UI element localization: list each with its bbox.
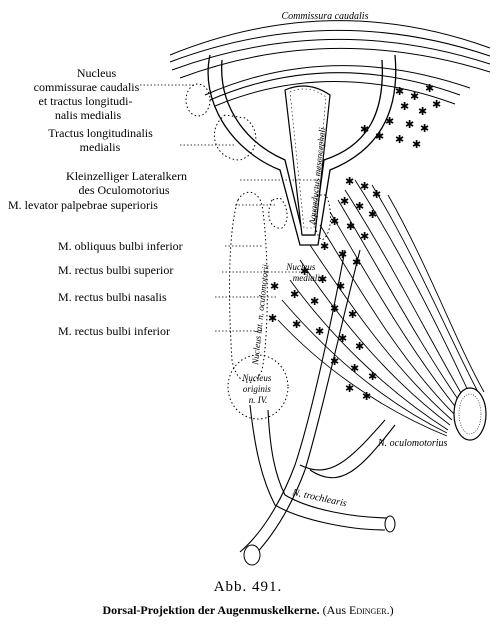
svg-text:✱: ✱	[400, 100, 409, 113]
svg-text:✱: ✱	[290, 288, 299, 301]
svg-text:✱: ✱	[345, 175, 354, 188]
svg-text:✱: ✱	[352, 256, 361, 269]
label-n-trochlearis: N. trochlearis	[290, 487, 347, 509]
svg-text:✱: ✱	[368, 208, 377, 221]
svg-text:✱: ✱	[410, 90, 419, 103]
svg-text:✱: ✱	[338, 332, 347, 345]
label-rectus-superior: M. rectus bulbi superior	[58, 263, 173, 277]
label-levator: M. levator palpebrae superioris	[8, 198, 158, 212]
svg-text:✱: ✱	[362, 390, 371, 403]
svg-text:✱: ✱	[346, 220, 355, 233]
svg-text:✱: ✱	[420, 122, 429, 135]
svg-text:✱: ✱	[395, 85, 404, 98]
svg-text:✱: ✱	[330, 355, 339, 368]
svg-text:✱: ✱	[355, 340, 364, 353]
trochlear-nerve-end	[243, 544, 261, 566]
svg-text:✱: ✱	[418, 105, 427, 118]
anatomical-diagram: ✱✱✱ ✱✱✱ ✱✱✱ ✱✱✱ ✱ ✱✱✱ ✱✱✱ ✱✱✱ ✱✱✱ ✱✱✱ ✱✱…	[8, 11, 491, 566]
svg-text:✱: ✱	[350, 362, 359, 375]
svg-text:✱: ✱	[375, 130, 384, 143]
aquaeductus-spindle	[284, 85, 331, 236]
label-nucleus-commissurae: Nucleus commissurae caudalis et tractus …	[34, 66, 143, 122]
kleinzelliger-kern-outline	[268, 197, 288, 229]
label-rectus-nasalis: M. rectus bulbi nasalis	[58, 290, 167, 304]
svg-text:✱: ✱	[368, 370, 377, 383]
caption-source-author: Edinger	[349, 603, 387, 617]
svg-text:✱: ✱	[310, 295, 319, 308]
svg-text:✱: ✱	[268, 312, 277, 325]
svg-text:✱: ✱	[315, 325, 324, 338]
caption-source-suffix: .)	[386, 603, 394, 617]
svg-text:✱: ✱	[345, 382, 354, 395]
label-tractus: Tractus longitudinalis medialis	[48, 126, 156, 154]
label-kleinzelliger: Kleinzelliger Lateralkern des Oculomotor…	[66, 169, 190, 197]
svg-text:✱: ✱	[425, 82, 434, 95]
nucleus-medialis-dots	[314, 194, 331, 241]
commissura-caudalis-fibers	[169, 20, 491, 107]
svg-text:✱: ✱	[320, 240, 329, 253]
svg-text:✱: ✱	[360, 123, 369, 136]
figure-caption: Dorsal-Projektion der Augenmuskelkerne. …	[0, 603, 496, 618]
label-n-oculomotorius: N. oculomotorius	[377, 438, 448, 449]
svg-text:✱: ✱	[405, 118, 414, 131]
svg-text:✱: ✱	[338, 248, 347, 261]
nucleus-originis-outline	[227, 354, 289, 420]
label-nucleus-originis: Nucleus originis n. IV.	[241, 373, 273, 405]
nucleus-commissurae-outline	[185, 83, 211, 117]
svg-text:✱: ✱	[292, 318, 301, 331]
svg-text:✱: ✱	[395, 133, 404, 146]
svg-text:✱: ✱	[330, 215, 339, 228]
svg-text:✱: ✱	[372, 188, 381, 201]
svg-text:✱: ✱	[412, 138, 421, 151]
svg-text:✱: ✱	[348, 308, 357, 321]
svg-text:✱: ✱	[270, 280, 279, 293]
cell-stars: ✱✱✱ ✱✱✱ ✱✱✱ ✱✱✱ ✱ ✱✱✱ ✱✱✱ ✱✱✱ ✱✱✱ ✱✱✱ ✱✱…	[268, 82, 441, 403]
svg-text:✱: ✱	[318, 273, 327, 286]
caption-source-prefix: (Aus	[322, 603, 349, 617]
label-rectus-inferior: M. rectus bulbi inferior	[58, 324, 170, 338]
svg-text:✱: ✱	[385, 115, 394, 128]
svg-text:✱: ✱	[360, 180, 369, 193]
svg-text:✱: ✱	[340, 195, 349, 208]
figure-number: Abb. 491.	[213, 579, 283, 595]
leader-lines	[140, 84, 318, 332]
trochlear-nerve	[239, 249, 396, 561]
svg-text:✱: ✱	[330, 302, 339, 315]
svg-text:✱: ✱	[432, 98, 441, 111]
caption-main: Dorsal-Projektion der Augenmuskelkerne.	[102, 603, 320, 617]
svg-text:✱: ✱	[355, 200, 364, 213]
svg-text:✱: ✱	[360, 230, 369, 243]
svg-text:✱: ✱	[336, 280, 345, 293]
oculomotor-nerve-stump	[453, 387, 487, 441]
svg-text:✱: ✱	[300, 265, 309, 278]
label-nucleus-medialis: Nucleus medialis	[285, 262, 323, 283]
oculomotor-fibers	[277, 179, 485, 437]
label-commissura-caudalis: Commissura caudalis	[282, 11, 369, 22]
label-obliquus: M. obliquus bulbi inferior	[58, 239, 183, 253]
